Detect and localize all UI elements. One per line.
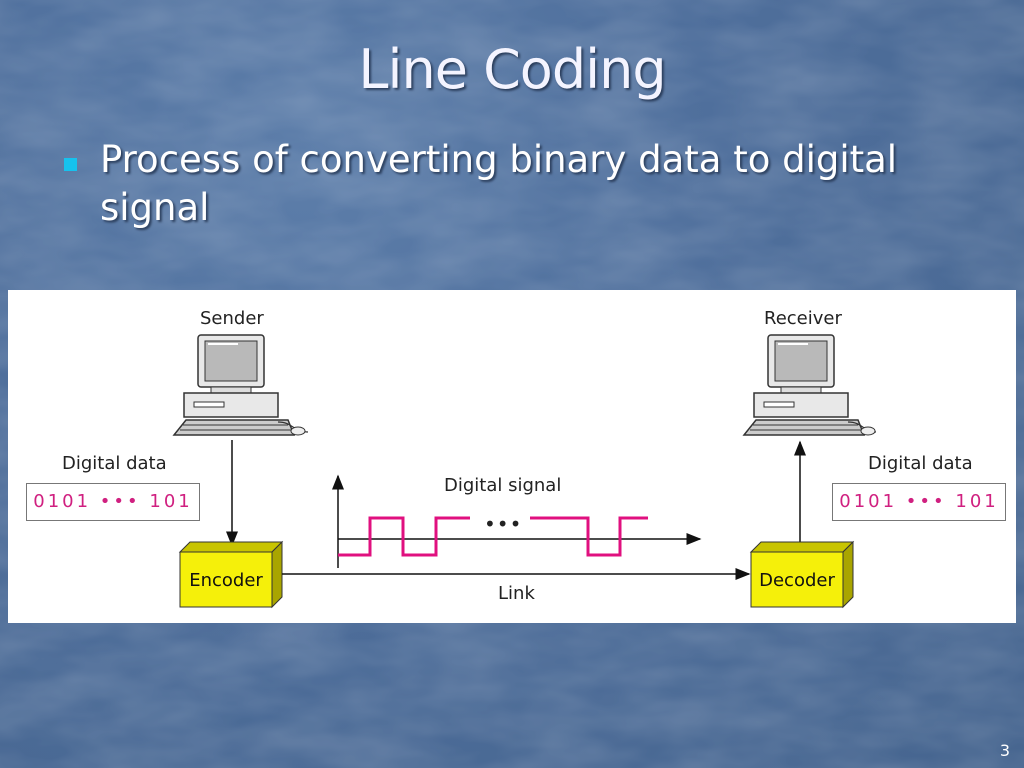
line-coding-diagram: Sender Receiver Digital data 0101 ••• 10… xyxy=(8,290,1016,623)
sender-digital-data-box: 0101 ••• 101 xyxy=(26,483,200,521)
sender-digital-data-label: Digital data xyxy=(62,453,167,474)
decoder-box xyxy=(749,540,855,609)
digital-signal-label: Digital signal xyxy=(444,475,562,496)
receiver-digital-data-box: 0101 ••• 101 xyxy=(832,483,1006,521)
receiver-label: Receiver xyxy=(764,308,842,329)
signal-ellipsis: ••• xyxy=(484,512,523,536)
sender-label: Sender xyxy=(200,308,264,329)
link-label: Link xyxy=(498,583,535,604)
bullet-text: Process of converting binary data to dig… xyxy=(100,138,898,229)
encoder-box xyxy=(178,540,284,609)
bullet-icon xyxy=(64,158,77,171)
receiver-digital-data-label: Digital data xyxy=(868,453,973,474)
slide-title: Line Coding xyxy=(358,38,666,101)
sender-computer-icon xyxy=(172,334,309,436)
digital-signal-wave-right xyxy=(530,516,648,557)
diagram-graphics xyxy=(172,334,877,609)
page-number: 3 xyxy=(999,741,1010,760)
decoder-label: Decoder xyxy=(759,570,835,591)
encoder-label: Encoder xyxy=(189,570,263,591)
digital-signal-wave-left xyxy=(338,516,470,557)
receiver-computer-icon xyxy=(742,334,877,436)
